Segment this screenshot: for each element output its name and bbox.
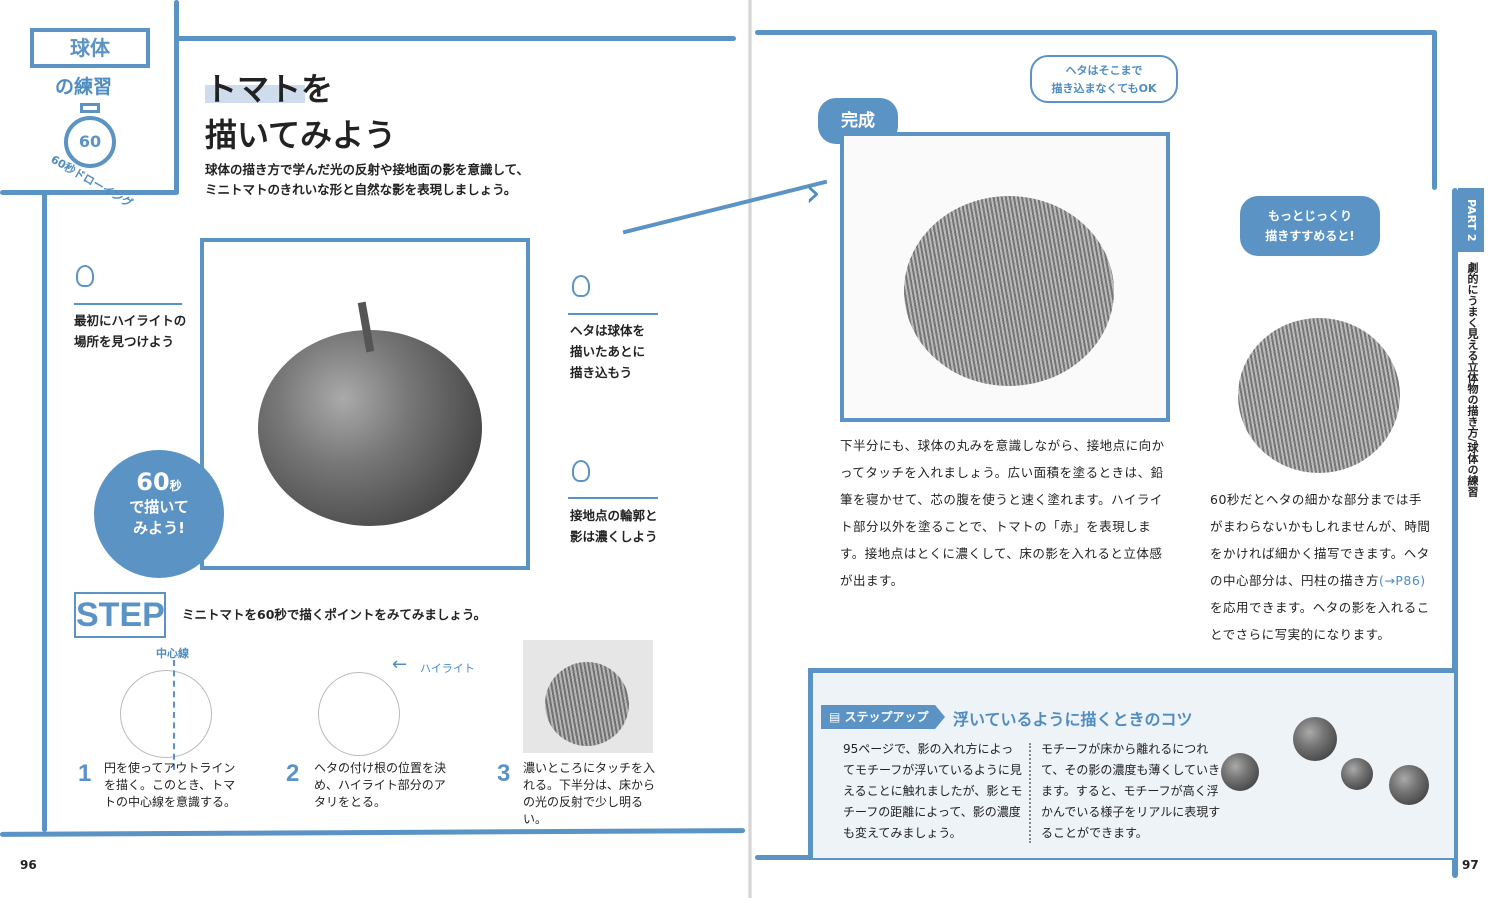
tip-3: 接地点の輪郭と 影は濃くしよう [570, 505, 658, 547]
page-number: 96 [20, 858, 37, 872]
gutter [748, 0, 752, 898]
tip-2: ヘタは球体を 描いたあとに 描き込もう [570, 320, 645, 383]
timer-number: 60 [78, 132, 102, 151]
page-title-line1: トマトを [205, 70, 334, 108]
arrow-connector [622, 179, 828, 235]
side-text: 60秒だとヘタの細かな部分までは手がまわらないかもしれませんが、時間をかければ細… [1210, 486, 1432, 648]
step-number: 3 [497, 760, 511, 787]
speech-line: ヘタはそこまで [1065, 64, 1143, 77]
step-number: 2 [286, 760, 300, 787]
stepup-col-2: モチーフが床から離れるにつれて、その影の濃度も薄くしていきます。すると、モチーフ… [1041, 742, 1221, 840]
floating-sphere [1341, 758, 1373, 790]
frame-line [174, 0, 179, 195]
frame-line [0, 828, 746, 837]
stopwatch-top [80, 103, 100, 113]
step-number: 1 [78, 760, 92, 787]
badge-line: みよう! [133, 519, 185, 537]
badge-number: 60 [136, 468, 170, 496]
side-text-end: を応用できます。ヘタの影を入れることでさらに写実的になります。 [1210, 600, 1430, 642]
frame-line [0, 190, 178, 195]
step1-sketch [120, 670, 212, 758]
step-text: ヘタの付け根の位置を決め、ハイライト部分のアタリをとる。 [314, 761, 447, 809]
lightbulb-icon [572, 460, 590, 482]
speech-line: 描き込まなくてもOK [1051, 82, 1157, 95]
tip-1: 最初にハイライトの 場所を見つけよう [74, 310, 186, 352]
body-text: 下半分にも、球体の丸みを意識しながら、接地点に向かってタッチを入れましょう。広い… [840, 438, 1165, 588]
frame-line [1432, 30, 1437, 190]
badge-unit: 秒 [169, 479, 182, 493]
arrow-head-icon: › [805, 170, 821, 216]
step2-sketch [318, 672, 400, 756]
center-line-label: 中心線 [156, 647, 189, 660]
stepup-panel: ▤ ステップアップ 浮いているように描くときのコツ 95ページで、影の入れ方によ… [808, 668, 1454, 858]
page-number: 97 [1462, 858, 1479, 872]
speech-bubble-right: もっとじっくり 描きすすめると! [1240, 196, 1380, 256]
detailed-tomato-sketch [1238, 318, 1400, 473]
finished-tomato-sketch [904, 196, 1114, 386]
divider [568, 497, 658, 499]
lead-text: 球体の描き方で学んだ光の反射や接地面の影を意識して、 ミニトマトのきれいな形と自… [205, 160, 529, 200]
column-divider [1029, 743, 1031, 843]
tip-line: 影は濃くしよう [570, 529, 658, 544]
topic-badge: 球体 [30, 28, 150, 68]
highlight-arrow-icon: ← [392, 654, 408, 675]
floating-sphere [1221, 753, 1259, 791]
frame-line [1452, 188, 1458, 878]
floating-sphere [1293, 717, 1337, 761]
divider [568, 313, 658, 315]
draw-60-badge: 60秒 で描いて みよう! [94, 450, 224, 578]
frame-line [42, 192, 47, 832]
stepup-tag-label: ステップアップ [844, 710, 929, 724]
badge-line: で描いて [129, 498, 189, 516]
tomato-photo-frame [200, 238, 530, 570]
book-icon: ▤ [829, 710, 845, 724]
speech-bubble-top: ヘタはそこまで 描き込まなくてもOK [1030, 55, 1178, 103]
side-text-main: 60秒だとヘタの細かな部分までは手がまわらないかもしれませんが、時間をかければ細… [1210, 492, 1431, 588]
step-text: 円を使ってアウトラインを描く。このとき、トマトの中心線を意識する。 [104, 761, 237, 809]
frame-line [755, 30, 1435, 35]
lead-line: ミニトマトのきれいな形と自然な影を表現しましょう。 [205, 182, 517, 197]
divider [74, 303, 182, 305]
part-tab: PART 2 [1458, 188, 1484, 252]
highlight-label: ハイライト [420, 662, 475, 675]
page-reference-link[interactable]: (→P86) [1379, 573, 1426, 588]
center-line [173, 660, 175, 770]
tomato-photo [258, 330, 482, 526]
tip-line: 描いたあとに [570, 344, 646, 359]
floating-sphere [1389, 765, 1429, 805]
stepup-title: 浮いているように描くときのコツ [953, 710, 1193, 729]
step3-sketch [545, 662, 629, 746]
step-text: 濃いところにタッチを入れる。下半分は、床からの光の反射で少し明るい。 [523, 761, 656, 826]
speech-line: 描きすすめると! [1265, 229, 1355, 243]
topic-subtitle: の練習 [55, 76, 113, 98]
step-intro: ミニトマトを60秒で描くポイントをみてみましょう。 [182, 607, 487, 622]
finished-label: 完成 [818, 98, 898, 144]
tip-line: 場所を見つけよう [74, 334, 175, 349]
stepup-tag: ▤ ステップアップ [821, 705, 945, 729]
title-highlight [205, 85, 305, 103]
page-title-line2: 描いてみよう [205, 116, 397, 154]
tip-line: 描き込もう [570, 365, 633, 380]
running-head: 劇的にうまく見える立体物の描き方/球体の練習 [1466, 262, 1479, 498]
stepup-col-1: 95ページで、影の入れ方によってモチーフが浮いているように見えることに触れました… [843, 742, 1023, 840]
tip-line: 接地点の輪郭と [570, 508, 658, 523]
lead-line: 球体の描き方で学んだ光の反射や接地面の影を意識して、 [205, 162, 530, 177]
step-label: STEP [74, 592, 166, 638]
stopwatch-icon: 60 [64, 116, 116, 168]
lightbulb-icon [572, 275, 590, 297]
step3-sketch-bg [523, 640, 653, 753]
frame-line [176, 36, 736, 41]
speech-line: もっとじっくり [1267, 209, 1352, 223]
tip-line: ヘタは球体を [570, 323, 646, 338]
tip-line: 最初にハイライトの [74, 313, 187, 328]
lightbulb-icon [76, 265, 94, 287]
finished-drawing-frame [840, 132, 1170, 422]
